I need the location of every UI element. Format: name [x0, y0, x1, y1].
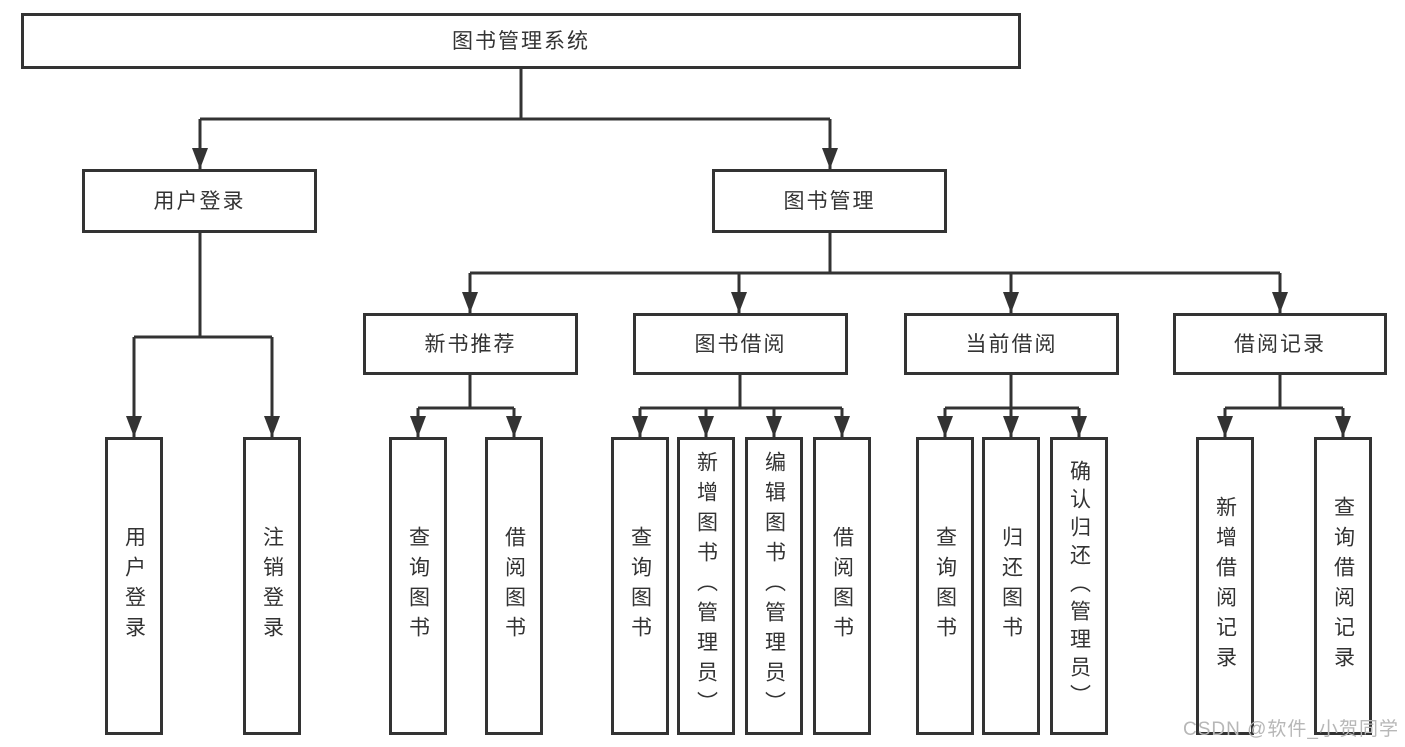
- leaf-logout-label: 注销登录: [260, 526, 284, 646]
- leaf-query-books-borrow-label: 查询图书: [628, 526, 652, 646]
- node-book-borrow: 图书借阅: [633, 313, 848, 375]
- leaf-query-books-recommend: 查询图书: [389, 437, 447, 735]
- leaf-logout: 注销登录: [243, 437, 301, 735]
- leaf-add-borrow-record-label: 新增借阅记录: [1213, 496, 1237, 676]
- leaf-add-borrow-record: 新增借阅记录: [1196, 437, 1254, 735]
- node-book-borrow-label: 图书借阅: [694, 332, 787, 356]
- leaf-borrow-books-recommend: 借阅图书: [485, 437, 543, 735]
- node-new-book-recommend: 新书推荐: [363, 313, 578, 375]
- node-root-system: 图书管理系统: [21, 13, 1021, 69]
- node-borrow-records: 借阅记录: [1173, 313, 1387, 375]
- leaf-user-login: 用户登录: [105, 437, 163, 735]
- node-new-book-recommend-label: 新书推荐: [424, 332, 517, 356]
- node-user-login-label: 用户登录: [153, 189, 246, 213]
- leaf-query-books-current-label: 查询图书: [933, 526, 957, 646]
- leaf-query-books-borrow: 查询图书: [611, 437, 669, 735]
- node-current-borrow: 当前借阅: [904, 313, 1119, 375]
- leaf-query-books-current: 查询图书: [916, 437, 974, 735]
- leaf-query-borrow-record: 查询借阅记录: [1314, 437, 1372, 735]
- leaf-edit-book-admin-label: 编辑图书（管理员）: [762, 451, 786, 721]
- leaf-user-login-label: 用户登录: [122, 526, 146, 646]
- node-book-management-label: 图书管理: [783, 189, 876, 213]
- leaf-edit-book-admin: 编辑图书（管理员）: [745, 437, 803, 735]
- leaf-add-book-admin-label: 新增图书（管理员）: [694, 451, 718, 721]
- leaf-query-books-recommend-label: 查询图书: [406, 526, 430, 646]
- leaf-borrow-books: 借阅图书: [813, 437, 871, 735]
- leaf-confirm-return-admin-label: 确认归还（管理员）: [1067, 460, 1091, 712]
- leaf-borrow-books-recommend-label: 借阅图书: [502, 526, 526, 646]
- leaf-confirm-return-admin: 确认归还（管理员）: [1050, 437, 1108, 735]
- leaf-borrow-books-label: 借阅图书: [830, 526, 854, 646]
- node-borrow-records-label: 借阅记录: [1234, 332, 1326, 356]
- node-current-borrow-label: 当前借阅: [965, 332, 1058, 356]
- leaf-return-book-label: 归还图书: [999, 526, 1023, 646]
- leaf-return-book: 归还图书: [982, 437, 1040, 735]
- node-user-login: 用户登录: [82, 169, 317, 233]
- node-root-label: 图书管理系统: [452, 29, 590, 53]
- leaf-query-borrow-record-label: 查询借阅记录: [1331, 496, 1355, 676]
- node-book-management: 图书管理: [712, 169, 947, 233]
- leaf-add-book-admin: 新增图书（管理员）: [677, 437, 735, 735]
